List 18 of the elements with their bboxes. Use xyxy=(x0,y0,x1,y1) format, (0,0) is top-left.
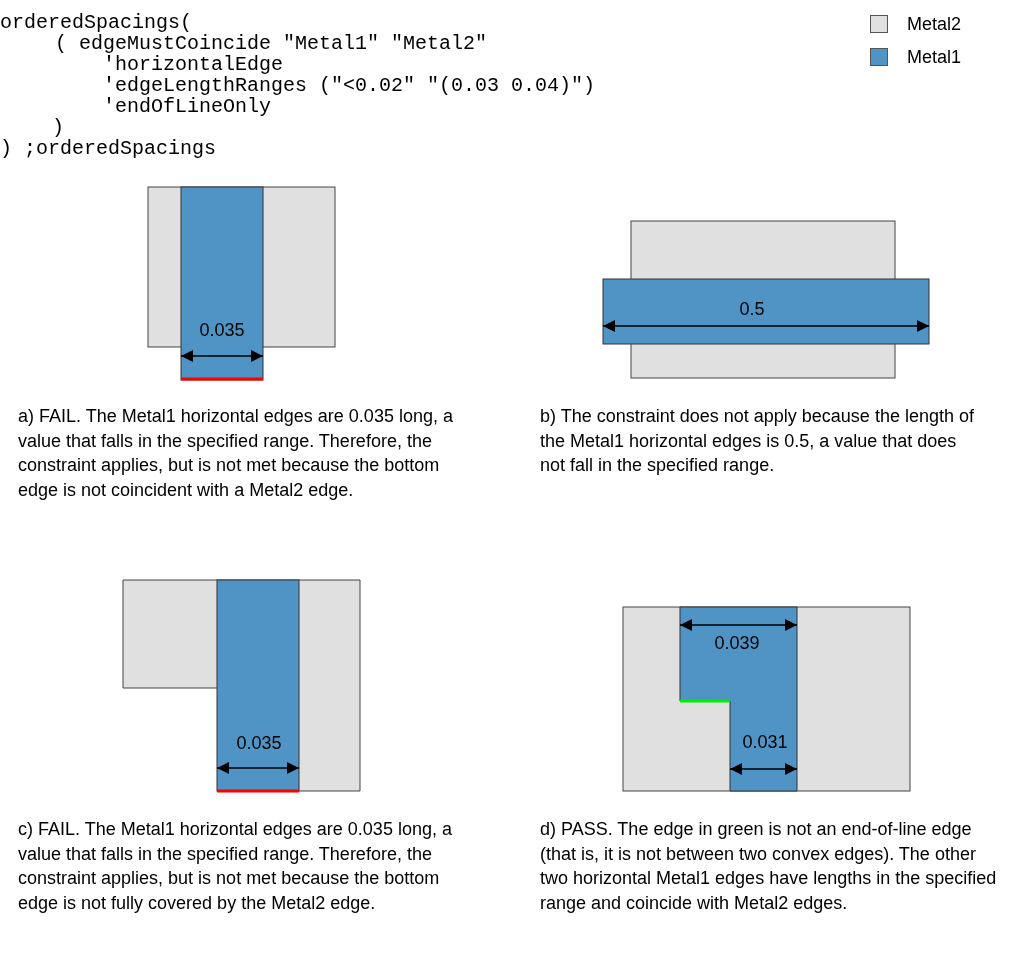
caption-text: c) FAIL. The Metal1 horizontal edges are 0.035 long, a value that falls in the specified range. Therefore, the constraint applies, but is not met because the bottom edge is not fully covered by the Metal2 edge. xyxy=(18,818,453,915)
code-line: ) xyxy=(52,117,64,138)
dimension-label: 0.031 xyxy=(742,732,788,752)
dimension-label: 0.035 xyxy=(199,320,245,340)
dimension-label: 0.5 xyxy=(739,299,765,319)
code-line: ) ;orderedSpacings xyxy=(0,138,217,159)
code-line: 'edgeLengthRanges ("<0.02" "(0.03 0.04)") xyxy=(103,75,596,96)
dimension-label: 0.035 xyxy=(236,733,282,753)
legend-label: Metal1 xyxy=(907,47,962,67)
code-line: 'endOfLineOnly xyxy=(103,96,272,117)
code-line: ( edgeMustCoincide "Metal1" "Metal2" xyxy=(55,33,488,54)
code-line: orderedSpacings( xyxy=(0,12,193,33)
caption-text: d) PASS. The edge in green is not an end-of-line edge (that is, it is not between two convex edges). The other two horizontal Metal1 edges have lengths in the specified range and coincide with Metal2 edges. xyxy=(540,818,998,915)
dimension-label: 0.039 xyxy=(714,633,760,653)
caption-text: b) The constraint does not apply because the length of the Metal1 horizontal edges is 0.5, a value that does not fall in the specified range. xyxy=(540,405,975,477)
code-line: 'horizontalEdge xyxy=(103,54,284,75)
legend-label: Metal2 xyxy=(907,14,962,34)
caption-text: a) FAIL. The Metal1 horizontal edges are 0.035 long, a value that falls in the specified range. Therefore, the constraint applies, but is not met because the bottom edge is not coincident with a Metal2 edge. xyxy=(18,405,454,502)
